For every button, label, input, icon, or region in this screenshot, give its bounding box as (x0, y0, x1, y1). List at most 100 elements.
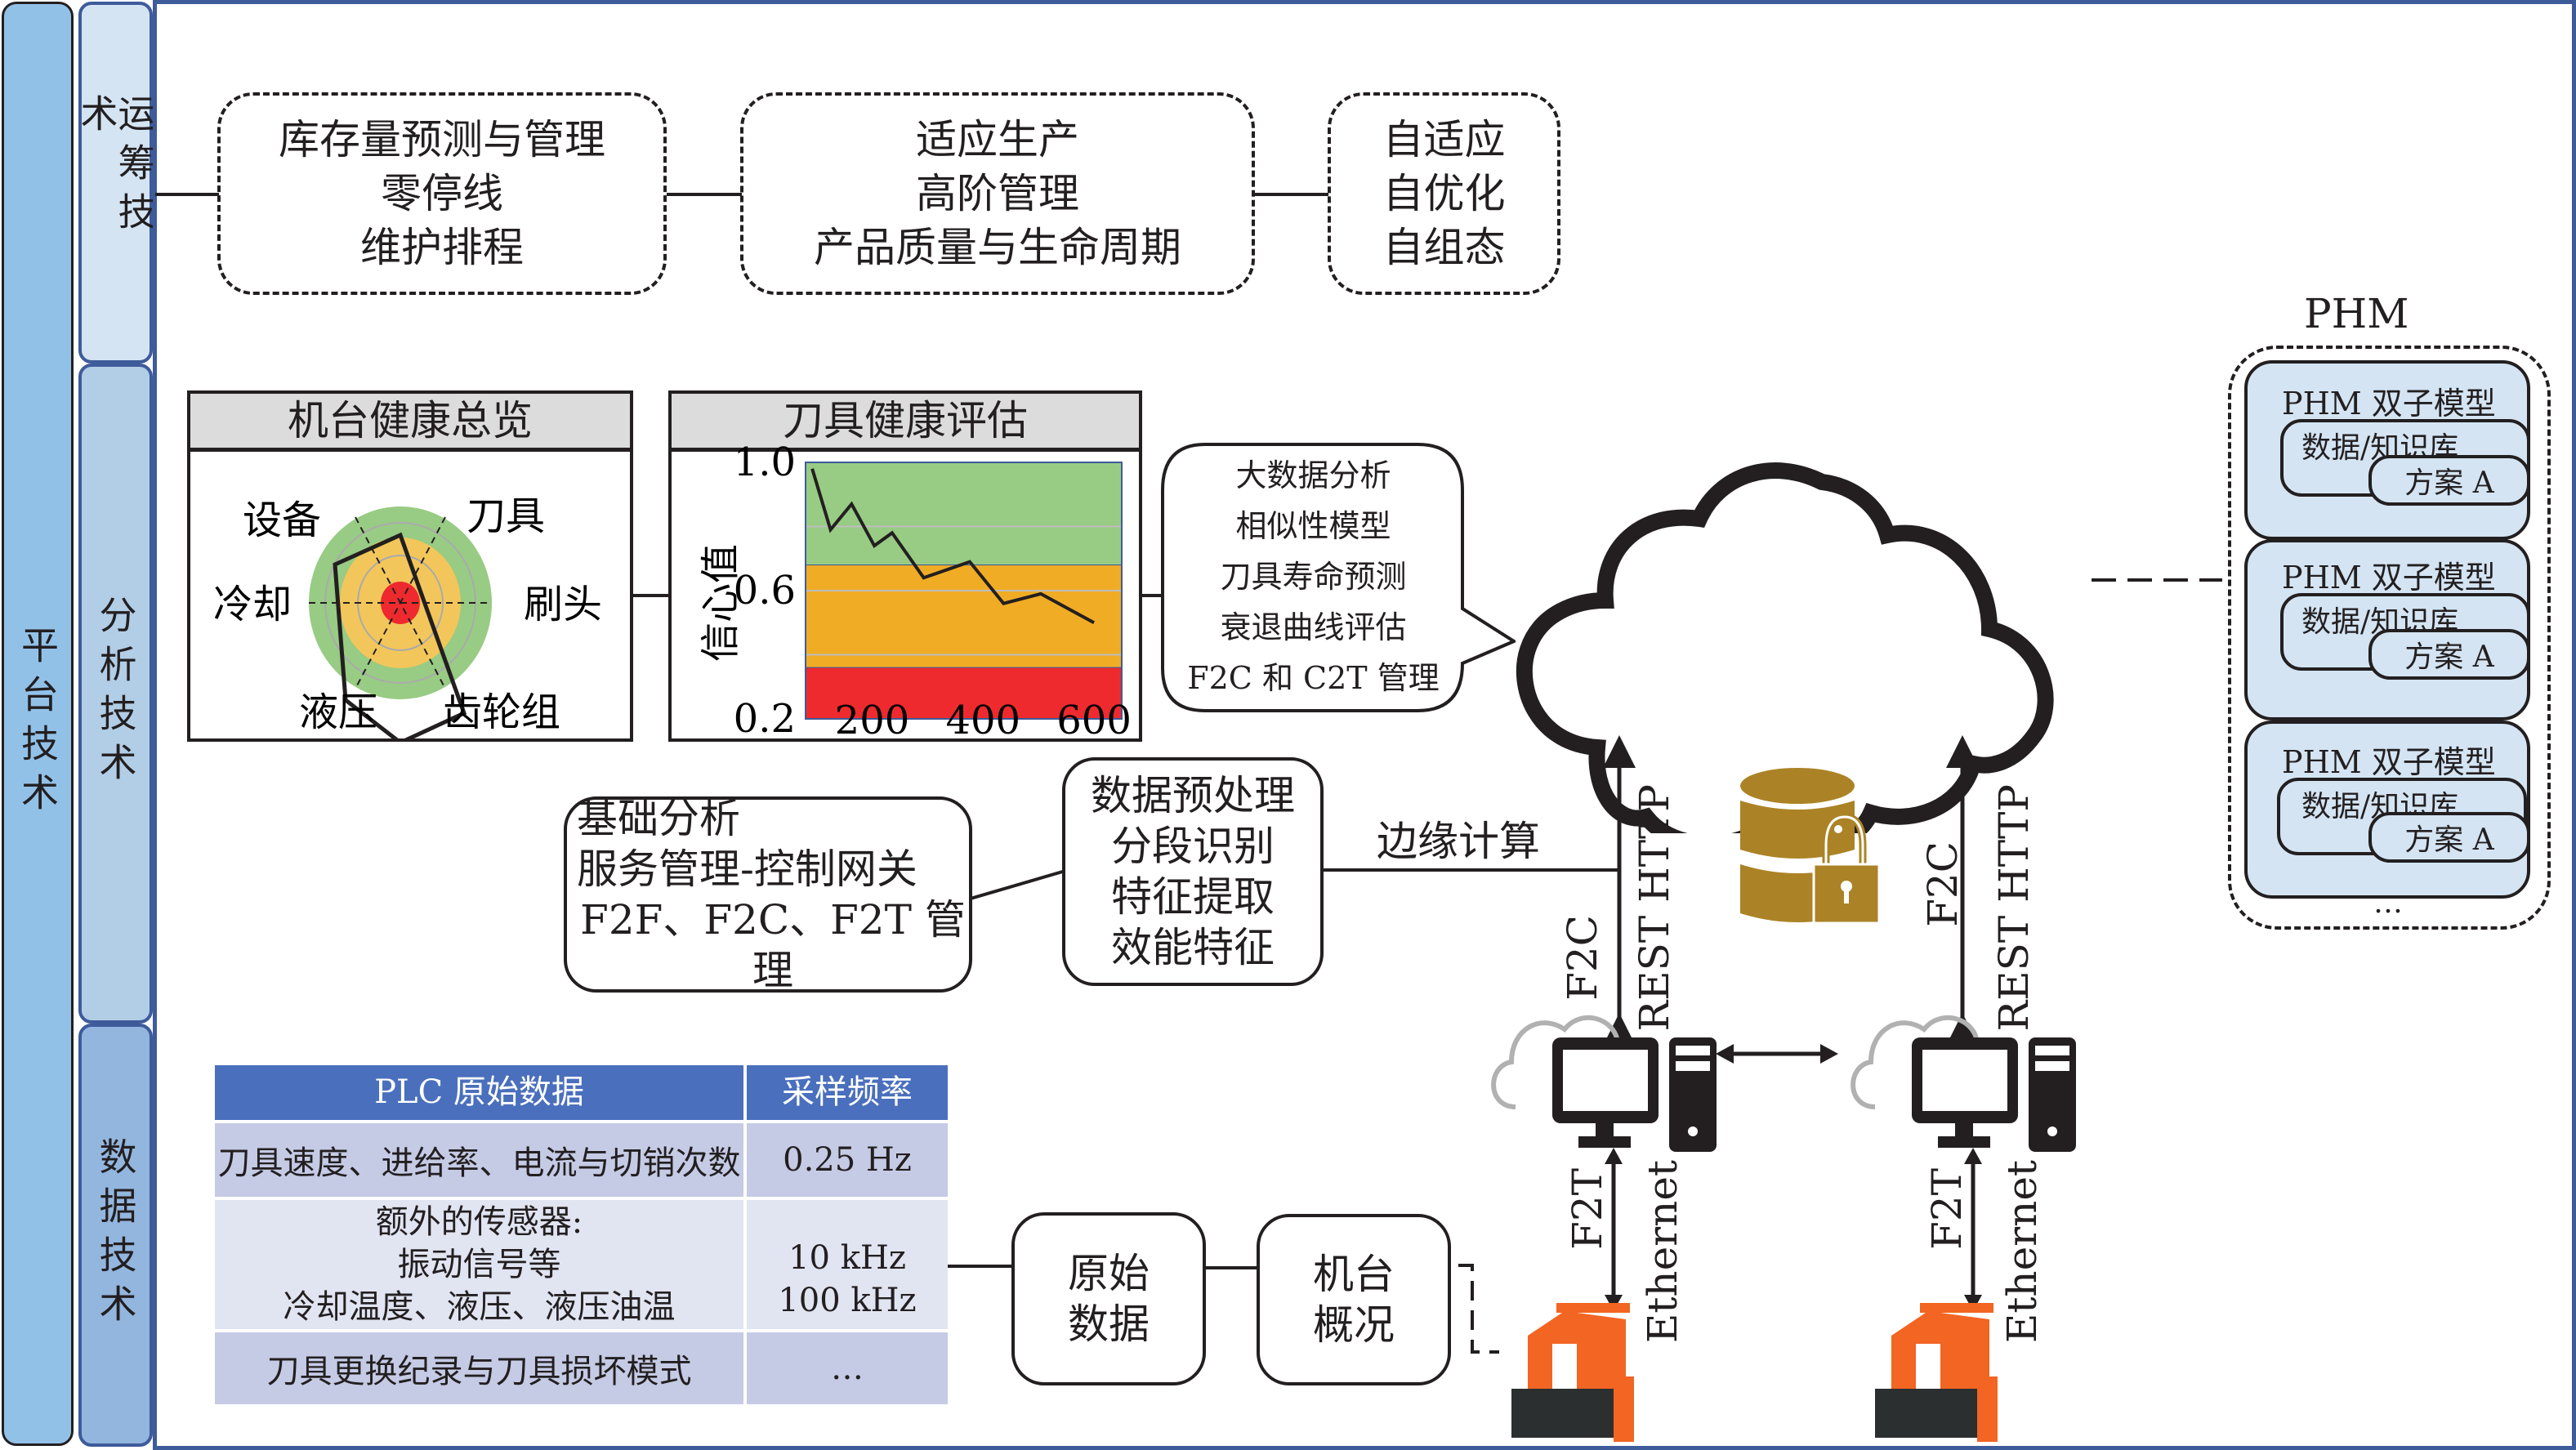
analysis-layer: 分析技术 (78, 364, 153, 1024)
tool-health-title: 刀具健康评估 (672, 394, 1139, 452)
band-saw-machine-1 (1511, 1303, 1634, 1442)
dashed-bracket (1458, 1264, 1499, 1354)
plc-cell: 刀具更换纪录与刀具损坏模式 (215, 1332, 743, 1404)
bubble-line: 相似性模型 (1235, 507, 1391, 544)
phm-title: PHM (2304, 290, 2409, 337)
data-layer: 数据技术 (78, 1024, 153, 1447)
plc-cell-line: 额外的传感器: (375, 1203, 583, 1241)
platform-label: 平台技术 (16, 626, 60, 822)
plc-table-row: 刀具更换纪录与刀具损坏模式 … (215, 1332, 948, 1404)
edge-computer-1 (1491, 1015, 1717, 1152)
platform-layer: 平台技术 (2, 2, 74, 1446)
database-lock-icon (1740, 768, 1881, 925)
phm-model-label: PHM 双子模型 (2282, 560, 2496, 596)
plc-cell: 10 kHz 100 kHz (747, 1200, 948, 1329)
speech-bubble (1161, 443, 1516, 712)
connector (1255, 193, 1328, 196)
radar-axis-label: 刀具 (467, 493, 545, 539)
phm-model-label: PHM 双子模型 (2282, 386, 2496, 422)
bubble-line: 刀具寿命预测 (1220, 558, 1407, 595)
phm-container (2228, 346, 2551, 930)
y-tick-label: 0.6 (734, 568, 796, 613)
raw-data-line: 数据 (1068, 1301, 1150, 1348)
phm-card: PHM 双子模型 数据/知识库 方案 A (2244, 539, 2530, 721)
f2c-arrows (1603, 735, 1979, 1046)
edge-computing-label: 边缘计算 (1377, 818, 1540, 865)
plc-cell-line: 振动信号等 (397, 1246, 561, 1283)
ops-box-3-line: 自组态 (1382, 224, 1506, 271)
radar-axis-label: 刷头 (524, 582, 602, 627)
connector (667, 193, 742, 196)
chart-band (805, 462, 1123, 566)
x-tick-label: 400 (945, 698, 1020, 742)
analysis-label: 分析技术 (93, 596, 138, 792)
machine-health-title: 机台健康总览 (190, 394, 630, 452)
x-tick-label: 200 (835, 698, 910, 742)
plc-cell: … (747, 1332, 948, 1404)
ops-box-1-line: 零停线 (381, 170, 503, 217)
basic-analysis-box: 基础分析 服务管理-控制网关 F2F、F2C、F2T 管理 (564, 795, 972, 994)
band-saw-machine-2 (1875, 1303, 1998, 1442)
edge-computer-2 (1851, 1015, 2076, 1152)
radar-chart: 设备 刀具 刷头 齿轮组 液压 冷却 (213, 493, 602, 742)
operations-layer: 运筹技术 (74, 2, 157, 364)
phm-more: … (2373, 886, 2403, 920)
data-label: 数据技术 (93, 1137, 138, 1333)
connector (633, 594, 671, 597)
y-tick-label: 0.2 (734, 696, 796, 742)
plc-cell-line: 冷却温度、液压、液压油温 (283, 1288, 676, 1326)
connector (948, 1265, 1015, 1268)
tool-health-chart: 1.0 0.6 0.2 200 400 600 信心值 (698, 439, 1132, 742)
phm-plan-box: 方案 A (2368, 812, 2530, 863)
ops-box-2-line: 适应生产 (916, 116, 1079, 163)
plc-table-row: 额外的传感器: 振动信号等 冷却温度、液压、液压油温 10 kHz 100 kH… (215, 1200, 948, 1329)
bubble-line: 衰退曲线评估 (1220, 609, 1407, 645)
edge-connector (1324, 868, 1618, 872)
machine-overview-line: 概况 (1313, 1301, 1395, 1349)
plc-header-freq: 采样频率 (747, 1065, 948, 1120)
plc-cell: 刀具速度、进给率、电流与切销次数 (215, 1123, 743, 1197)
ops-box-3: 自适应 自优化 自组态 (1328, 92, 1560, 295)
phm-model-label: PHM 双子模型 (2282, 744, 2496, 780)
connector (1142, 594, 1163, 597)
basic-analysis-line: 基础分析 (577, 795, 740, 842)
phm-dashed-link (2092, 578, 2222, 582)
machine-overview-box: 机台 概况 (1257, 1214, 1451, 1385)
bubble-text: 大数据分析 相似性模型 刀具寿命预测 衰退曲线评估 F2C 和 C2T 管理 (1164, 448, 1462, 705)
f2t-arrows (1605, 1148, 1982, 1311)
ops-box-2: 适应生产 高阶管理 产品质量与生命周期 (740, 92, 1255, 295)
x-tick-label: 600 (1056, 698, 1132, 742)
plc-table-header: PLC 原始数据 采样频率 (215, 1065, 948, 1120)
chart-band (805, 564, 1123, 668)
plc-cell-line: 10 kHz (788, 1239, 906, 1277)
ops-box-1-line: 库存量预测与管理 (279, 116, 605, 163)
machine-overview-line: 机台 (1313, 1251, 1395, 1298)
raw-data-box: 原始 数据 (1011, 1212, 1206, 1385)
plc-table: PLC 原始数据 采样频率 刀具速度、进给率、电流与切销次数 0.25 Hz 额… (215, 1065, 948, 1404)
preprocess-line: 数据预处理 (1091, 772, 1295, 819)
radar-axis-label: 液压 (299, 689, 377, 735)
main-frame (153, 0, 2576, 1450)
bubble-line: 大数据分析 (1235, 457, 1391, 493)
preprocess-line: 效能特征 (1111, 924, 1275, 971)
operations-label: 运筹技术 (74, 93, 157, 241)
preprocess-box: 数据预处理 分段识别 特征提取 效能特征 (1062, 757, 1324, 986)
phm-card: PHM 双子模型 数据/知识库 方案 A (2244, 360, 2530, 540)
f2c-label: F2C (1919, 841, 1967, 927)
radar-polygon (333, 532, 467, 742)
phm-card: PHM 双子模型 数据/知识库 方案 A (2244, 721, 2530, 899)
connector (155, 193, 219, 196)
f2t-label: F2T (1564, 1168, 1611, 1250)
confidence-line (810, 468, 1096, 625)
connector (971, 869, 1066, 900)
ops-box-1: 库存量预测与管理 零停线 维护排程 (217, 92, 667, 295)
preprocess-line: 特征提取 (1111, 873, 1275, 921)
radar-axis-label: 齿轮组 (443, 689, 560, 735)
y-tick-label: 1.0 (734, 439, 796, 485)
radar-axis-label: 冷却 (213, 582, 292, 627)
plc-cell: 0.25 Hz (747, 1123, 948, 1197)
y-axis-label: 信心值 (698, 544, 743, 662)
ops-box-1-line: 维护排程 (360, 224, 524, 271)
basic-analysis-line: 服务管理-控制网关 (577, 845, 917, 893)
ops-box-2-line: 产品质量与生命周期 (814, 224, 1181, 271)
